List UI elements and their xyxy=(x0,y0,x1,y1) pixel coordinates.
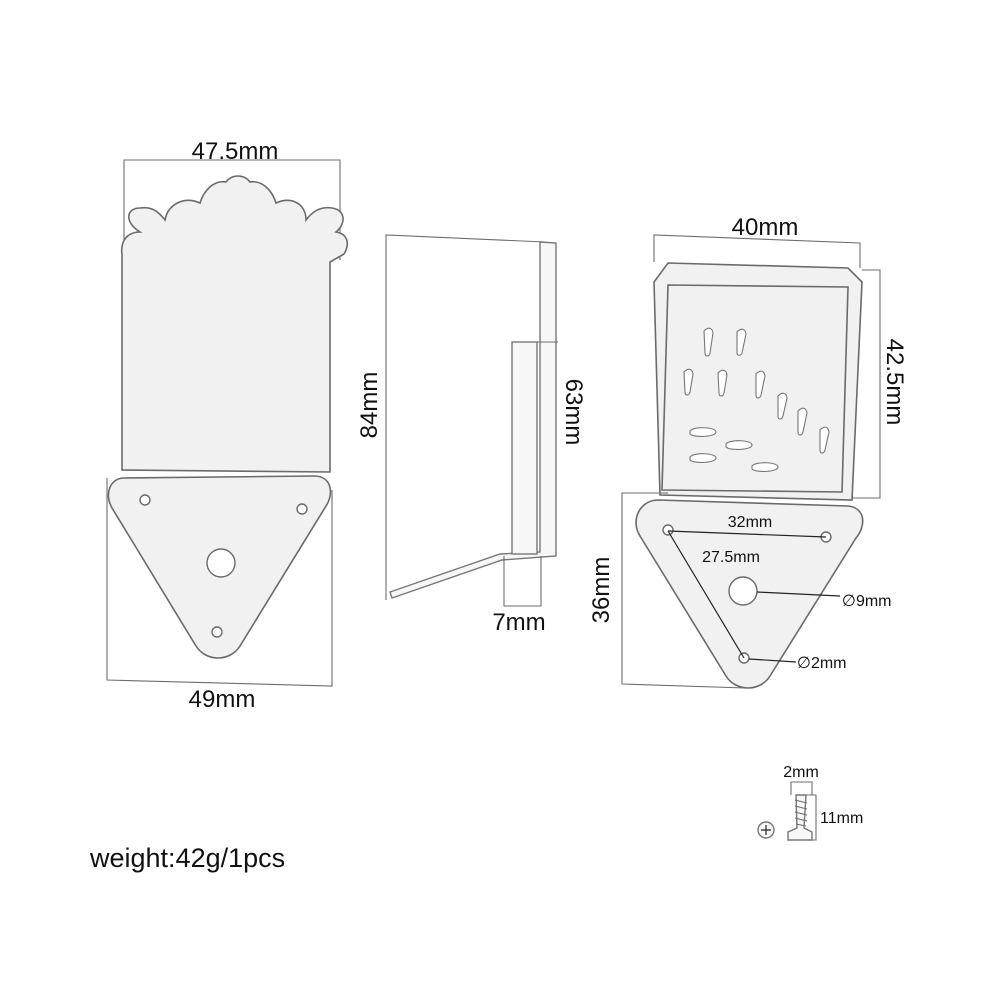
string-slot xyxy=(819,426,830,454)
label-plate-height: 36mm xyxy=(588,557,615,624)
tailpiece-screw-hole-left xyxy=(662,524,674,536)
label-center-hole-dia: ∅9mm xyxy=(842,593,892,610)
label-front-top-width: 47.5mm xyxy=(192,138,279,165)
dim-line-side-thickness xyxy=(503,556,542,607)
dim-line-front-bottom-width xyxy=(106,478,333,687)
side-view: 84mm 63mm 7mm xyxy=(356,234,587,636)
leader-hole-spacing-top xyxy=(667,530,827,538)
front-view: 47.5mm 49mm xyxy=(106,138,349,713)
leader-center-hole xyxy=(756,591,841,597)
dim-line-tailpiece-width xyxy=(653,234,861,268)
front-screw-hole-left xyxy=(139,494,151,506)
leader-small-hole xyxy=(748,658,797,663)
label-hole-spacing-top: 32mm xyxy=(728,514,772,531)
dim-line-side-length xyxy=(385,234,546,600)
string-slot xyxy=(797,407,808,436)
string-slot xyxy=(751,462,779,472)
string-slot xyxy=(703,327,714,357)
label-screw-length: 11mm xyxy=(820,810,863,827)
screw-detail: 2mm 11mm xyxy=(757,764,863,841)
label-tailpiece-height: 42.5mm xyxy=(881,339,908,426)
label-front-bottom-width: 49mm xyxy=(189,686,256,713)
screw-cross-icon xyxy=(761,825,771,835)
tailpiece-string-slots xyxy=(683,327,830,472)
tailpiece-center-hole xyxy=(728,576,758,606)
label-weight: weight:42g/1pcs xyxy=(89,843,285,873)
label-hole-spacing-side: 27.5mm xyxy=(702,549,760,566)
label-side-length: 84mm xyxy=(356,372,383,439)
screw-thread xyxy=(794,799,808,827)
front-screw-hole-right xyxy=(296,503,308,515)
front-top-plate xyxy=(120,175,349,473)
string-slot xyxy=(689,427,717,437)
dim-line-tailpiece-height xyxy=(852,269,881,499)
side-inner-bracket xyxy=(511,341,538,555)
label-side-inner-length: 63mm xyxy=(560,379,587,446)
string-slot xyxy=(689,453,717,463)
front-screw-hole-bottom xyxy=(211,626,223,638)
label-small-hole-dia: ∅2mm xyxy=(797,655,847,672)
string-slot xyxy=(736,328,747,356)
string-slot xyxy=(717,369,728,397)
dim-line-plate-height xyxy=(621,492,746,689)
label-screw-diameter: 2mm xyxy=(783,764,819,781)
string-slot xyxy=(683,368,694,396)
tailpiece-view: 40mm 42.5mm 36mm 32mm 27.5mm ∅9mm ∅2mm xyxy=(588,214,908,689)
dim-line-screw-diameter xyxy=(790,781,813,795)
label-tailpiece-width: 40mm xyxy=(732,214,799,241)
screw-body xyxy=(787,794,813,841)
string-slot xyxy=(755,370,766,399)
front-center-hole xyxy=(206,548,236,578)
string-slot xyxy=(777,392,788,420)
string-slot xyxy=(725,440,753,450)
label-side-thickness: 7mm xyxy=(492,609,545,636)
leader-hole-spacing-side xyxy=(667,530,745,659)
